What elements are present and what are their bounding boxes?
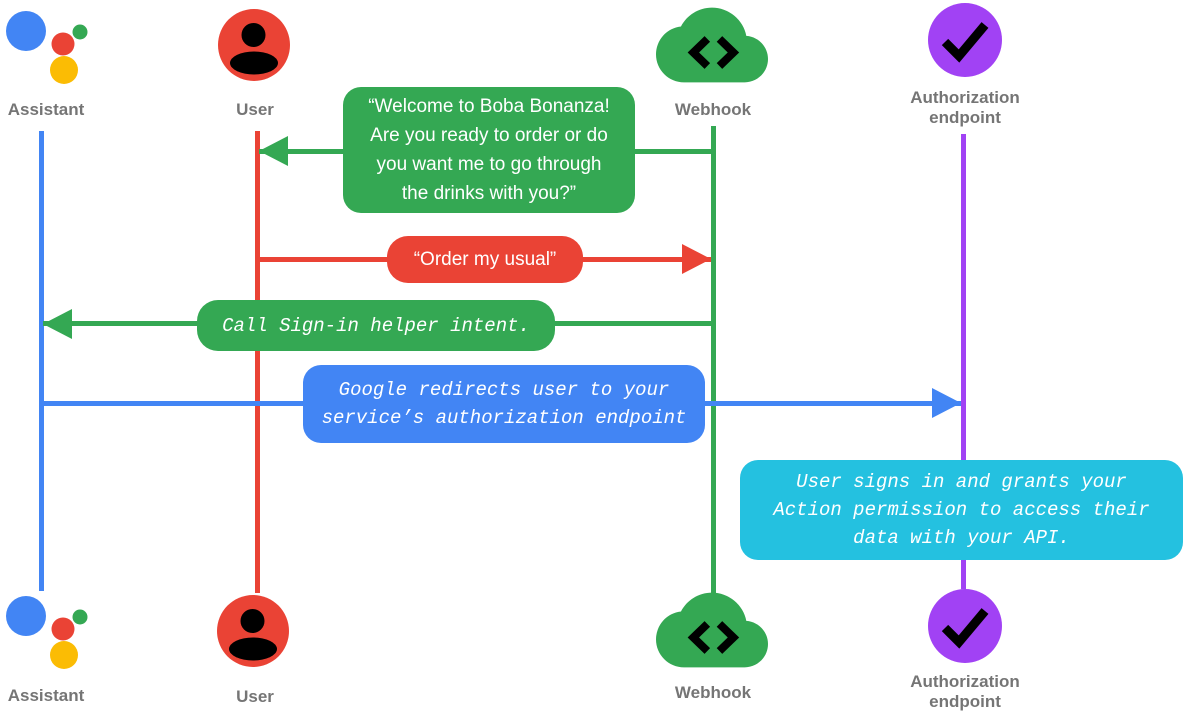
bubble-text-line: data with your API. [853,527,1070,549]
google-assistant-icon [6,11,88,84]
assistant-lifeline [39,131,44,591]
actor-label-assistant: Assistant [7,686,85,705]
bubble-text-line: User signs in and grants your [796,471,1127,493]
bubble-text-line: Google redirects user to your [338,379,670,401]
authorization-check-icon [928,3,1002,77]
webhook-cloud-icon [656,592,768,668]
arrow-signin-arrowhead-icon [43,309,72,339]
bubble-text-line: Action permission to access their [773,499,1150,521]
user-icon [217,595,289,667]
message-bubble-welcome: “Welcome to Boba Bonanza! Are you ready … [343,87,635,213]
message-bubble-order: “Order my usual” [387,236,583,283]
bubble-text-line: Call Sign-in helper intent. [222,314,530,337]
bubble-text-line: “Welcome to Boba Bonanza! [368,96,610,117]
actor-label-authorization: Authorization endpoint [910,88,1020,127]
arrow-welcome-arrowhead-icon [259,136,288,166]
note-bubble-grants: User signs in and grants your Action per… [740,460,1183,560]
authorization-lifeline [961,134,966,589]
arrow-redirect-arrowhead-icon [932,388,961,418]
bubble-text-line: the drinks with you?” [401,183,577,204]
google-assistant-icon [6,596,88,669]
message-bubble-signin: Call Sign-in helper intent. [197,300,555,351]
user-icon [218,9,290,81]
webhook-lifeline [711,126,716,593]
webhook-cloud-icon [656,7,768,83]
bubble-text-line: you want me to go through [376,154,602,175]
bubble-text-line: Are you ready to order or do [370,125,608,146]
actor-label-authorization: Authorization endpoint [910,672,1020,711]
actor-label-user: User [236,687,274,706]
user-lifeline [255,131,260,593]
message-bubble-redirect: Google redirects user to your service’s … [303,365,705,443]
actor-label-user: User [236,100,274,119]
actor-label-webhook: Webhook [674,100,752,119]
arrow-order-arrowhead-icon [682,244,711,274]
actor-label-assistant: Assistant [7,100,85,119]
actor-label-webhook: Webhook [674,683,752,702]
bubble-text-line: “Order my usual” [413,249,557,270]
authorization-check-icon [928,589,1002,663]
bubble-text-line: service’s authorization endpoint [321,407,687,429]
